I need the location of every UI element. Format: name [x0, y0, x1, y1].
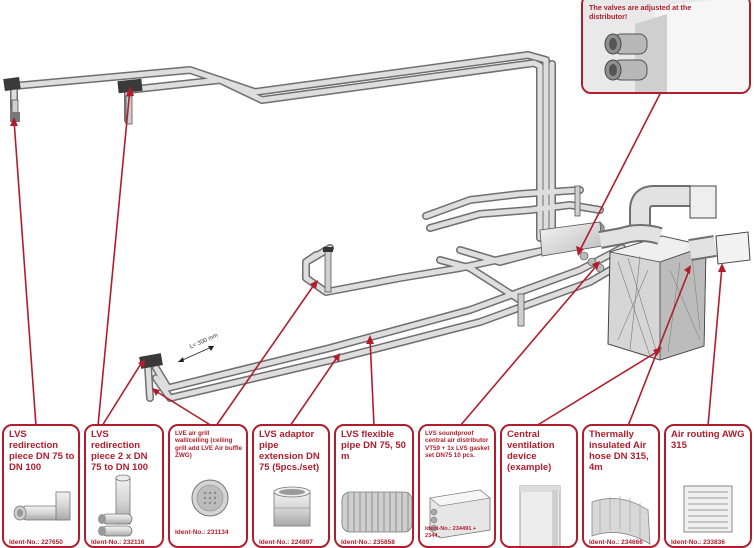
valve-callout: The valves are adjusted at the distribut… [581, 0, 751, 94]
redirection-piece-left [3, 76, 21, 122]
component-title: LVS adaptor pipe extension DN 75 (5pcs./… [259, 429, 320, 473]
flexible-pipe-icon [341, 491, 412, 533]
round-grill-icon [191, 479, 229, 517]
component-ident: Ident-No.: 233836 [671, 539, 725, 546]
air-routing-ducts [598, 185, 751, 265]
component-card-air-grill: LVE air grill wall/ceiling (ceiling gril… [168, 424, 248, 548]
component-card-central-ventilation-device: Central ventilation device (example) [500, 424, 578, 548]
component-title: LVE air grill wall/ceiling (ceiling gril… [175, 430, 243, 460]
outlet-drops [11, 95, 581, 327]
component-card-central-air-distributor: LVS soundproof central air distributor V… [418, 424, 496, 548]
component-ident: Ident-No.: 234491 + 2344.. [425, 526, 477, 539]
component-title: LVS redirection piece DN 75 to DN 100 [9, 429, 75, 473]
elbow-pipe-icon [13, 491, 71, 521]
component-ident: Ident-No.: 232116 [91, 539, 145, 546]
component-card-adaptor-pipe: LVS adaptor pipe extension DN 75 (5pcs./… [252, 424, 330, 548]
component-title: LVS flexible pipe DN 75, 50 m [341, 429, 406, 462]
component-title: Central ventilation device (example) [507, 429, 555, 473]
component-card-air-routing: Air routing AWG 315 Ident-No.: 233836 [664, 424, 752, 548]
component-card-redirection-2xdn75: LVS redirection piece 2 x DN 75 to DN 10… [84, 424, 164, 548]
component-title: Air routing AWG 315 [671, 429, 745, 451]
dimension-arrow [177, 345, 215, 363]
component-title: LVS redirection piece 2 x DN 75 to DN 10… [91, 429, 149, 473]
central-ventilation-unit [607, 235, 708, 361]
y-piece-icon [98, 474, 133, 537]
component-ident: Ident-No.: 231134 [175, 529, 229, 536]
component-ident: Ident-No.: 235858 [341, 539, 395, 546]
component-title: Thermally insulated Air hose DN 315, 4m [589, 429, 649, 473]
component-title: LVS soundproof central air distributor V… [425, 430, 490, 460]
component-card-insulated-air-hose: Thermally insulated Air hose DN 315, 4m … [582, 424, 660, 548]
component-ident: Ident-No.: 227650 [9, 539, 63, 546]
component-card-flexible-pipe: LVS flexible pipe DN 75, 50 m Ident-No.:… [334, 424, 414, 548]
distributor-box-icon [429, 489, 491, 539]
leader-arrowheads [10, 86, 726, 396]
component-ident: Ident-No.: 224897 [259, 539, 313, 546]
pipe-sleeve-icon [273, 486, 311, 527]
ventilation-unit-icon [519, 485, 561, 546]
callout-text: The valves are adjusted at the distribut… [589, 3, 692, 21]
component-ident: Ident-No.: 234666 [589, 539, 643, 546]
redirection-piece-bottom [139, 353, 163, 369]
component-card-redirection-dn75-dn100: LVS redirection piece DN 75 to DN 100 Id… [2, 424, 80, 548]
square-grill-icon [683, 485, 733, 533]
leader-lines [13, 87, 723, 427]
distributor-closeup-image [583, 0, 749, 92]
